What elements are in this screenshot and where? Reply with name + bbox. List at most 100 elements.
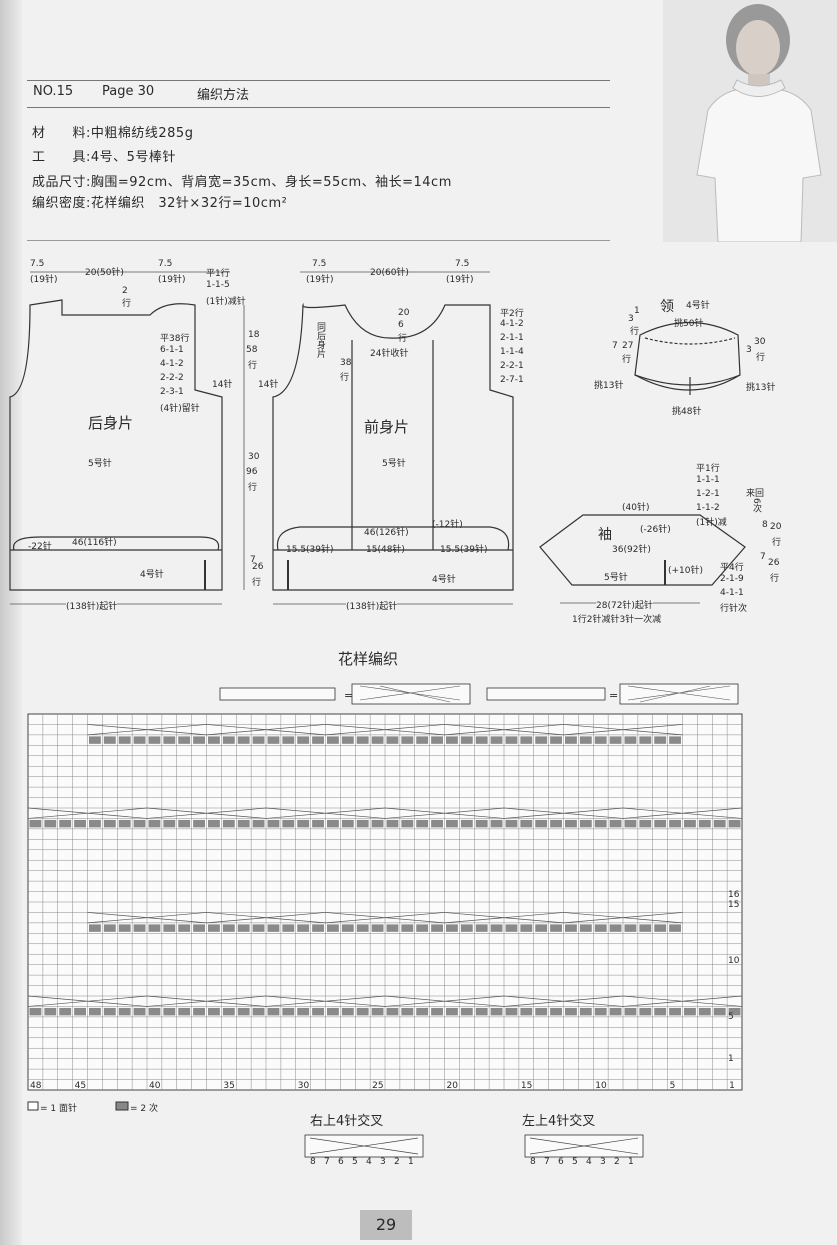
cable-cross-line bbox=[563, 912, 683, 924]
collar-title: 领 bbox=[660, 299, 674, 315]
equals-2: = bbox=[609, 689, 619, 702]
cable-cell bbox=[89, 736, 101, 744]
cable-cell bbox=[713, 1007, 726, 1016]
cable-cell bbox=[356, 736, 369, 744]
cable-cell bbox=[341, 736, 354, 744]
cable-cell bbox=[133, 924, 146, 932]
cable-cross-line bbox=[503, 807, 624, 819]
sleeve-needle5: 5号针 bbox=[604, 573, 628, 583]
cable-cell bbox=[639, 736, 652, 744]
cable-cell bbox=[193, 819, 205, 828]
cable-cell bbox=[356, 924, 369, 932]
cable-cell bbox=[103, 1007, 116, 1016]
collar-r30-unit: 行 bbox=[756, 353, 766, 363]
cable-cell bbox=[490, 736, 503, 744]
cable-cell bbox=[550, 1007, 562, 1016]
sleeve-plus10: (+10针) bbox=[668, 566, 704, 576]
cable-cell bbox=[29, 1007, 42, 1016]
back-dec2: (1针)减针 bbox=[206, 297, 246, 307]
cable-cross-line bbox=[265, 995, 386, 1007]
cable-cell bbox=[89, 1007, 101, 1016]
cable-cell bbox=[222, 736, 235, 744]
collar-pick13l: 挑13针 bbox=[594, 381, 624, 391]
sleeve-times: 6次 bbox=[751, 498, 761, 513]
cable-cell bbox=[654, 1007, 667, 1016]
cable-cell bbox=[639, 819, 652, 828]
cable-cell bbox=[460, 819, 473, 828]
cable-cell bbox=[252, 819, 265, 828]
cable-cell bbox=[654, 819, 667, 828]
spec-line: 成品尺寸:胸围=92cm、背肩宽=35cm、身长=55cm、袖长=14cm bbox=[32, 175, 452, 190]
cable-cell bbox=[698, 819, 711, 828]
cable-cell bbox=[535, 736, 548, 744]
cable-cell bbox=[133, 819, 146, 828]
front-minus12: (-12针) bbox=[432, 520, 463, 530]
front-width46: 46(126针) bbox=[364, 528, 409, 538]
back-dec1: 1-1-5 bbox=[206, 280, 230, 290]
cable-cell bbox=[713, 819, 726, 828]
spec-line: 编织密度:花样编织 32针×32行=10cm² bbox=[32, 196, 288, 211]
cross-stitch-number: 5 bbox=[352, 1157, 358, 1167]
cable-cell bbox=[356, 1007, 369, 1016]
front-side-r: 15.5(39针) bbox=[440, 545, 488, 555]
cable-cell bbox=[594, 819, 607, 828]
front-top-right: 7.5 bbox=[455, 259, 470, 269]
cable-cell bbox=[639, 924, 652, 932]
front-nk5: 2-7-1 bbox=[500, 375, 524, 385]
collar-l27-unit: 行 bbox=[622, 355, 632, 365]
back-top-right: 7.5 bbox=[158, 259, 173, 269]
cable-cell bbox=[520, 1007, 533, 1016]
cable-cell bbox=[639, 1007, 652, 1016]
cable-cell bbox=[103, 736, 116, 744]
sleeve-back-forth: 来回 bbox=[746, 489, 765, 499]
cable-cell bbox=[669, 1007, 681, 1016]
legend-knit: = 1 面针 bbox=[40, 1104, 77, 1114]
cable-cell bbox=[401, 924, 414, 932]
cable-cell bbox=[118, 1007, 131, 1016]
back-top-mid: 20(50针) bbox=[85, 268, 124, 278]
cable-cell bbox=[579, 819, 592, 828]
cable-cell bbox=[416, 924, 429, 932]
sleeve-r20: 20 bbox=[770, 522, 782, 532]
cable-cell bbox=[490, 819, 503, 828]
cable-cell bbox=[178, 1007, 191, 1016]
sleeve-h8: 8 bbox=[762, 520, 768, 530]
front-top-right-st: (19针) bbox=[446, 275, 474, 285]
sleeve-title: 袖 bbox=[598, 527, 612, 543]
cable-cross-line bbox=[622, 995, 743, 1007]
cable-cell bbox=[594, 736, 607, 744]
v-r26: 26 bbox=[252, 562, 264, 572]
cross-stitch-number: 7 bbox=[544, 1157, 550, 1167]
collar-r30: 30 bbox=[754, 337, 766, 347]
cable-cell bbox=[431, 736, 443, 744]
cable-cell bbox=[446, 819, 458, 828]
cable-cross-line bbox=[503, 995, 624, 1007]
cable-cell bbox=[327, 924, 339, 932]
cable-cell bbox=[193, 924, 205, 932]
cable-cell bbox=[89, 819, 101, 828]
v-r58: 58 bbox=[246, 345, 258, 355]
cable-cell bbox=[654, 924, 667, 932]
cable-cell bbox=[118, 819, 131, 828]
cable-cell bbox=[728, 1007, 741, 1016]
column-number: 45 bbox=[74, 1081, 87, 1091]
cross-stitch-number: 1 bbox=[628, 1157, 634, 1167]
cable-cell bbox=[282, 819, 295, 828]
cable-cell bbox=[475, 1007, 488, 1016]
cable-cell bbox=[609, 924, 622, 932]
back-arm2: 4-1-2 bbox=[160, 359, 184, 369]
cable-cross-line bbox=[87, 724, 207, 736]
cross-stitch-number: 4 bbox=[366, 1157, 372, 1167]
back-shoulder-unit: 行 bbox=[122, 299, 132, 309]
cable-cell bbox=[475, 819, 488, 828]
front-mid: 15(48针) bbox=[366, 545, 405, 555]
front-flat2: 平2行 bbox=[500, 309, 524, 319]
cable-cell bbox=[208, 819, 220, 828]
cable-cell bbox=[446, 924, 458, 932]
cable-cell bbox=[267, 924, 280, 932]
cable-cell bbox=[565, 736, 577, 744]
cable-cell bbox=[535, 1007, 548, 1016]
cable-cell bbox=[565, 924, 577, 932]
cable-cell bbox=[371, 736, 384, 744]
right-cross-title: 右上4针交叉 bbox=[310, 1114, 384, 1129]
